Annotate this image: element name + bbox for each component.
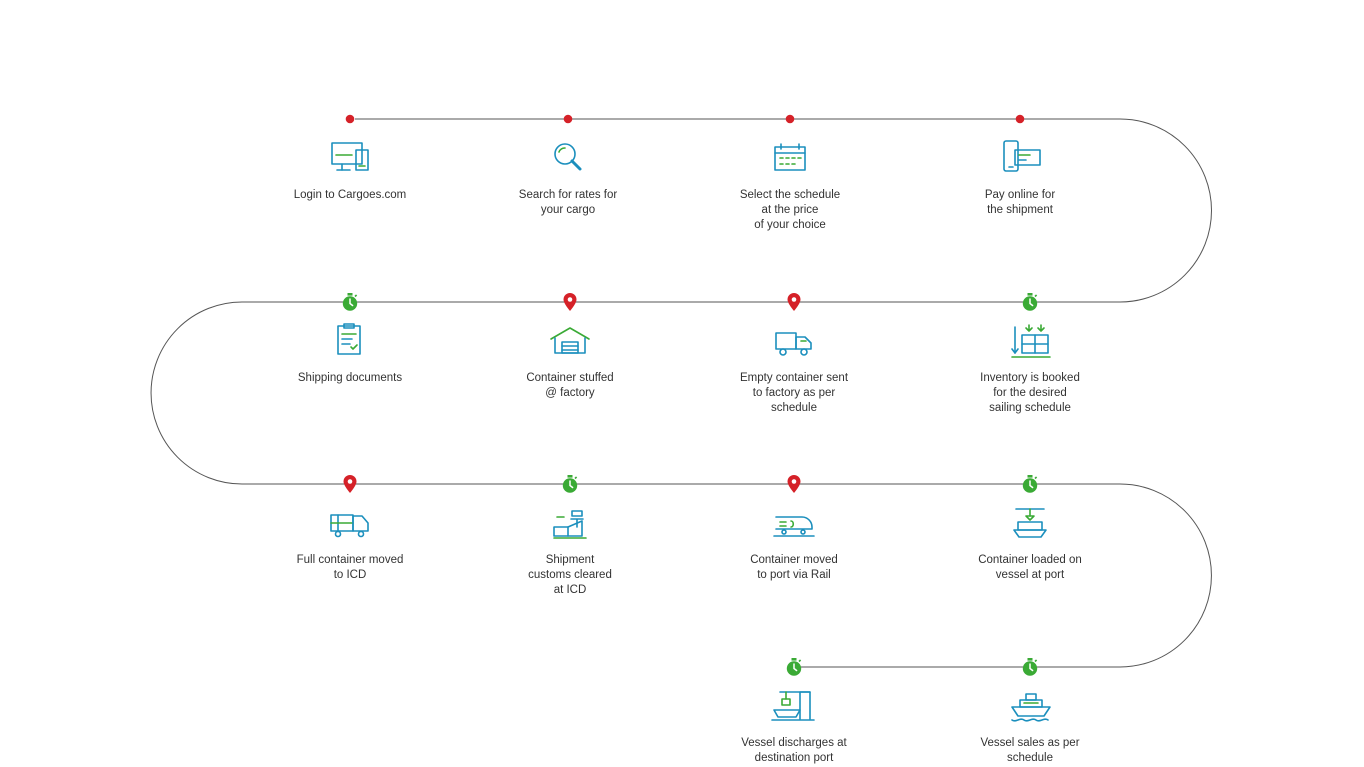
phone-payment-icon (996, 138, 1044, 178)
document-icon (326, 321, 374, 361)
process-step: Container loaded on vessel at port (940, 503, 1120, 583)
timer-marker (341, 292, 359, 312)
timer-marker (561, 474, 579, 494)
step-label: Login to Cargoes.com (293, 189, 407, 201)
process-step: Container stuffed @ factory (480, 321, 660, 401)
step-label: Container loaded on vessel at port (978, 554, 1082, 581)
process-step: Login to Cargoes.com (260, 138, 440, 203)
process-step: Inventory is booked for the desired sail… (940, 321, 1120, 416)
process-step: Vessel discharges at destination port (704, 686, 884, 766)
timer-marker (1021, 292, 1039, 312)
timeline-dot (1011, 109, 1029, 129)
timer-marker (785, 657, 803, 677)
crane-loading-icon (1006, 503, 1054, 543)
timeline-dot (559, 109, 577, 129)
process-step: Search for rates for your cargo (478, 138, 658, 218)
location-pin-marker (561, 292, 579, 312)
timeline-dot (341, 109, 359, 129)
ship-icon (1006, 686, 1054, 726)
step-label: Vessel sales as per schedule (980, 737, 1080, 764)
step-label: Select the schedule at the price of your… (739, 189, 841, 231)
process-step: Select the schedule at the price of your… (700, 138, 880, 233)
truck-icon (770, 321, 818, 361)
step-label: Empty container sent to factory as per s… (739, 372, 849, 414)
computer-icon (326, 138, 374, 178)
process-step: Empty container sent to factory as per s… (704, 321, 884, 416)
process-step: Vessel sales as per schedule (940, 686, 1120, 766)
location-pin-marker (785, 292, 803, 312)
inventory-icon (1006, 321, 1054, 361)
train-icon (770, 503, 818, 543)
calendar-icon (766, 138, 814, 178)
process-step: Full container moved to ICD (260, 503, 440, 583)
customs-icon (546, 503, 594, 543)
step-label: Pay online for the shipment (984, 189, 1056, 216)
step-label: Full container moved to ICD (296, 554, 404, 581)
step-label: Container moved to port via Rail (750, 554, 838, 581)
location-pin-marker (785, 474, 803, 494)
process-step: Shipment customs cleared at ICD (480, 503, 660, 598)
timeline-path (150, 118, 1212, 668)
magnifier-icon (544, 138, 592, 178)
step-label: Search for rates for your cargo (518, 189, 618, 216)
step-label: Shipping documents (297, 372, 403, 384)
step-label: Container stuffed @ factory (526, 372, 614, 399)
location-pin-marker (341, 474, 359, 494)
timeline-dot (781, 109, 799, 129)
process-step: Container moved to port via Rail (704, 503, 884, 583)
timer-marker (1021, 657, 1039, 677)
step-label: Shipment customs cleared at ICD (528, 554, 612, 596)
port-crane-icon (770, 686, 818, 726)
step-label: Inventory is booked for the desired sail… (980, 372, 1080, 414)
container-truck-icon (326, 503, 374, 543)
process-step: Shipping documents (260, 321, 440, 386)
timer-marker (1021, 474, 1039, 494)
process-step: Pay online for the shipment (930, 138, 1110, 218)
step-label: Vessel discharges at destination port (741, 737, 847, 764)
warehouse-icon (546, 321, 594, 361)
